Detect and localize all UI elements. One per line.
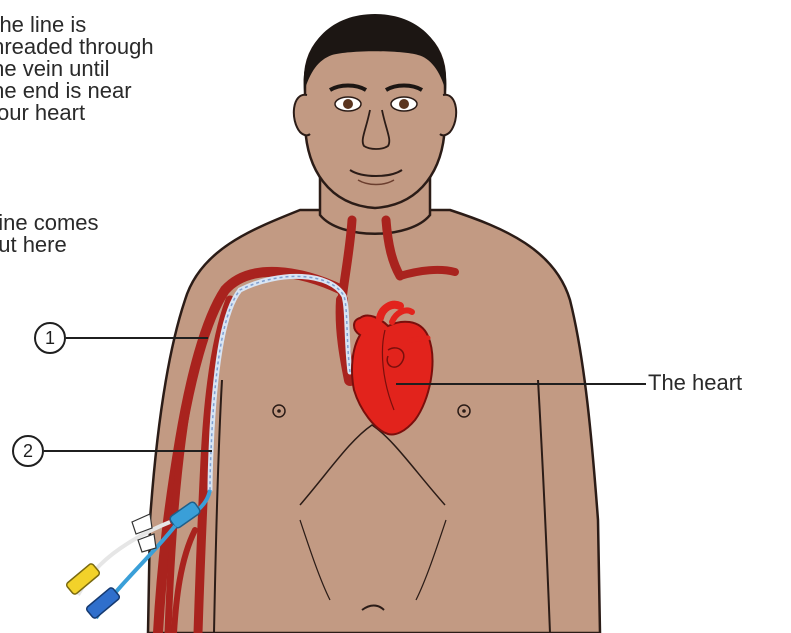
heart-label: The heart	[648, 372, 742, 394]
step2-description: Line comes out here	[0, 212, 226, 256]
marker-1: 1	[34, 322, 66, 354]
pupil-right	[343, 99, 353, 109]
nipple-right-center	[277, 409, 281, 413]
nipple-left-center	[462, 409, 466, 413]
cap-blue	[85, 587, 120, 620]
marker-2: 2	[12, 435, 44, 467]
step1-description: The line is threaded through the vein un…	[0, 14, 226, 124]
pupil-left	[399, 99, 409, 109]
